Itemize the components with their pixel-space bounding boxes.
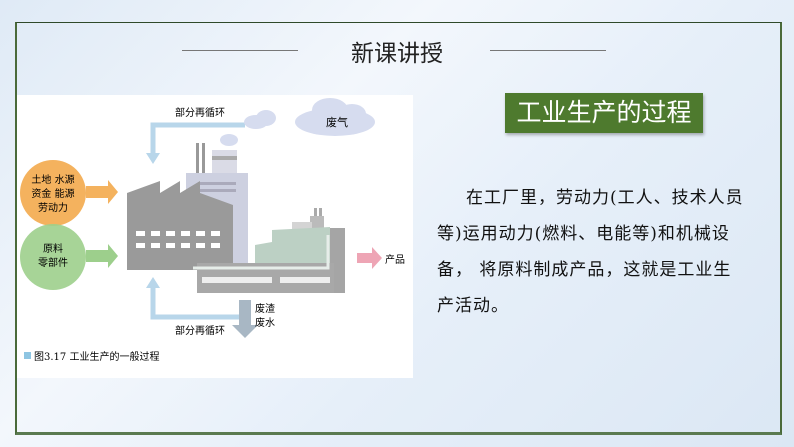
materials-arrow	[86, 244, 118, 268]
recycle-top-label: 部分再循环	[175, 106, 225, 119]
inputs-line3: 劳动力	[38, 201, 68, 214]
waste-line1: 废渣	[255, 302, 275, 315]
recycle-bottom-arrow	[150, 286, 240, 320]
figure-caption: 图3.17 工业生产的一般过程	[34, 350, 159, 363]
figure-panel: 部分再循环 废气 土地 水源 资金 能源 劳动力 原料 零部件 产品	[17, 95, 413, 378]
waste-arrow	[232, 300, 258, 338]
recycle-bottom-arrowhead	[146, 277, 160, 288]
slide-title: 新课讲授	[351, 41, 443, 67]
product-arrow	[357, 247, 382, 269]
inputs-arrow	[86, 180, 118, 204]
factory-icon	[127, 143, 345, 293]
inputs-line2: 资金 能源	[31, 187, 74, 200]
waste-gas-cloud-icon	[295, 98, 375, 136]
caption-marker	[24, 352, 31, 359]
title-rule-right	[490, 50, 606, 51]
waste-line2: 废水	[255, 316, 275, 329]
materials-line2: 零部件	[38, 256, 68, 269]
smoke-cloud-icon	[220, 110, 276, 146]
product-label: 产品	[385, 253, 405, 266]
slide-frame	[15, 22, 782, 435]
recycle-top-arrowhead	[146, 153, 160, 164]
materials-circle	[20, 224, 86, 290]
waste-gas-label: 废气	[326, 115, 348, 129]
inputs-circle	[20, 160, 86, 226]
title-rule-left	[182, 50, 298, 51]
recycle-bottom-label: 部分再循环	[175, 324, 225, 337]
materials-line1: 原料	[43, 242, 63, 255]
section-heading: 工业生产的过程	[505, 93, 703, 133]
body-paragraph: 在工厂里，劳动力(工人、技术人员等)运用动力(燃料、电能等)和机械设备， 将原料…	[437, 188, 744, 316]
recycle-top-arrow	[150, 122, 245, 155]
industrial-process-diagram: 部分再循环 废气 土地 水源 资金 能源 劳动力 原料 零部件 产品	[20, 98, 405, 363]
inputs-line1: 土地 水源	[31, 173, 74, 186]
